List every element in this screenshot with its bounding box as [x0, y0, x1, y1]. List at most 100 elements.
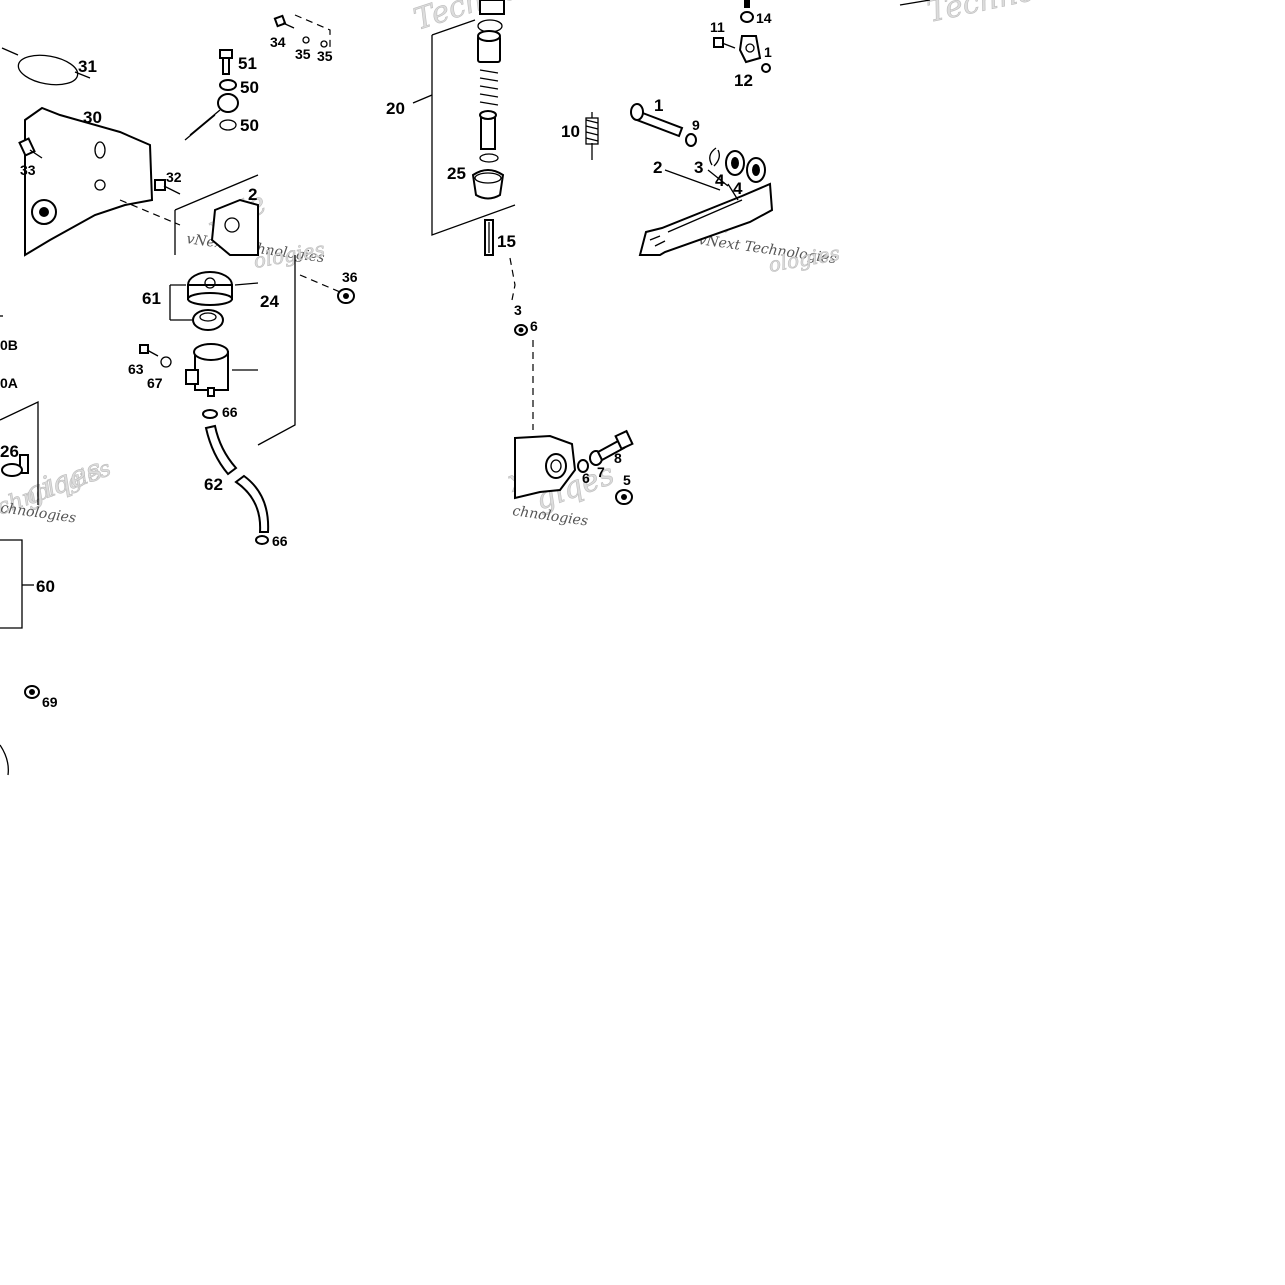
reservoir-seal-part [192, 309, 224, 331]
callout-35: 35 [317, 48, 333, 64]
frame-outline [257, 255, 296, 446]
curve-outline [0, 744, 9, 776]
screw-part [273, 14, 295, 29]
leader-line [232, 282, 259, 371]
bolt-part [18, 137, 43, 159]
callout-50: 50 [240, 78, 259, 97]
callout-66: 66 [222, 404, 238, 420]
leader-line [294, 14, 331, 48]
washer-part [160, 356, 172, 368]
callout-1: 1 [764, 44, 772, 60]
callout-32: 32 [166, 169, 182, 185]
bolt-part [154, 179, 181, 195]
banjo-bolt-part [184, 49, 239, 141]
callout-5: 5 [623, 472, 631, 488]
callout-4: 4 [715, 171, 725, 190]
frame-outline [0, 539, 23, 629]
callout-15: 15 [497, 232, 516, 251]
hose-clamp-part [202, 409, 218, 419]
pivot-bolt-part [630, 103, 684, 138]
callout-1: 1 [654, 96, 663, 115]
callout-24: 24 [260, 292, 279, 311]
callout-20: 20 [386, 99, 405, 118]
washer-part [761, 63, 771, 73]
nut-part [615, 489, 633, 505]
frame-outline [431, 19, 516, 236]
callout-11: 11 [710, 19, 725, 35]
hose-part [234, 474, 270, 533]
callout-35: 35 [295, 46, 311, 62]
callout-14: 14 [756, 10, 772, 26]
leader-line [509, 257, 534, 430]
callout-0A: 0A [0, 375, 18, 391]
callout-50: 50 [240, 116, 259, 135]
callout-31: 31 [78, 57, 97, 76]
hose-clamp-part [255, 535, 269, 545]
callout-12: 12 [734, 71, 753, 90]
pedal-bracket-part [514, 434, 577, 500]
callout-26: 26 [0, 442, 19, 461]
watermark-fragment: Techno [924, 0, 1038, 30]
washer-part [577, 459, 589, 473]
callout-2: 2 [248, 185, 257, 204]
nut-part [514, 324, 528, 336]
hose-part [204, 424, 238, 476]
callout-66: 66 [272, 533, 288, 549]
callout-4: 4 [733, 179, 743, 198]
fitting-part [1, 454, 29, 477]
frame-outline [174, 174, 259, 255]
callout-60: 60 [36, 577, 55, 596]
frame-outline [0, 400, 39, 505]
pedal-arm-part [638, 182, 774, 256]
leader-line [664, 169, 739, 201]
callout-61: 61 [142, 289, 161, 308]
watermark-fragment: Techno [410, 0, 524, 38]
callout-36: 36 [342, 269, 358, 285]
callout-6: 6 [530, 318, 538, 334]
callout-34: 34 [270, 34, 286, 50]
callout-30: 30 [83, 108, 102, 127]
washer-part [302, 36, 310, 44]
callout-25: 25 [447, 164, 466, 183]
callout-8: 8 [614, 450, 622, 466]
leader-line [299, 274, 341, 293]
grommet-part [337, 288, 355, 304]
reservoir-cap-part [187, 271, 233, 306]
dust-cap-part [471, 169, 505, 200]
pushrod-part [484, 219, 494, 256]
leader-line [412, 94, 433, 104]
callout-6: 6 [582, 470, 590, 486]
cover-plate-part [24, 106, 154, 257]
callout-3: 3 [514, 302, 522, 318]
callout-3: 3 [694, 158, 703, 177]
callout-bracket [169, 284, 192, 321]
callout-labels: 31 30 33 32 51 50 50 2 34 35 35 36 61 24… [0, 10, 772, 710]
reservoir-body-part [185, 343, 229, 397]
cylinder-stack-part [477, 0, 505, 163]
clevis-part [738, 35, 762, 64]
cable-tie-part [1, 47, 91, 86]
callout-7: 7 [597, 464, 605, 480]
nut-part [24, 685, 40, 699]
washer-part [320, 40, 328, 48]
master-cylinder-part [210, 198, 259, 256]
return-spring-part [585, 112, 599, 160]
washer-part [685, 133, 697, 147]
callout-63: 63 [128, 361, 144, 377]
callout-51: 51 [238, 54, 257, 73]
callout-67: 67 [147, 375, 163, 391]
bolt-part [596, 429, 634, 462]
bearing-part [725, 150, 745, 176]
callout-9: 9 [692, 117, 700, 133]
bearing-part [746, 157, 766, 183]
bolt-part [713, 37, 736, 49]
callout-62: 62 [204, 475, 223, 494]
callout-0B: 0B [0, 337, 18, 353]
bolt-part [139, 344, 159, 357]
nut-part [740, 0, 754, 23]
circlip-part [709, 147, 720, 167]
callout-10: 10 [561, 122, 580, 141]
callout-69: 69 [42, 694, 58, 710]
callout-2: 2 [653, 158, 662, 177]
